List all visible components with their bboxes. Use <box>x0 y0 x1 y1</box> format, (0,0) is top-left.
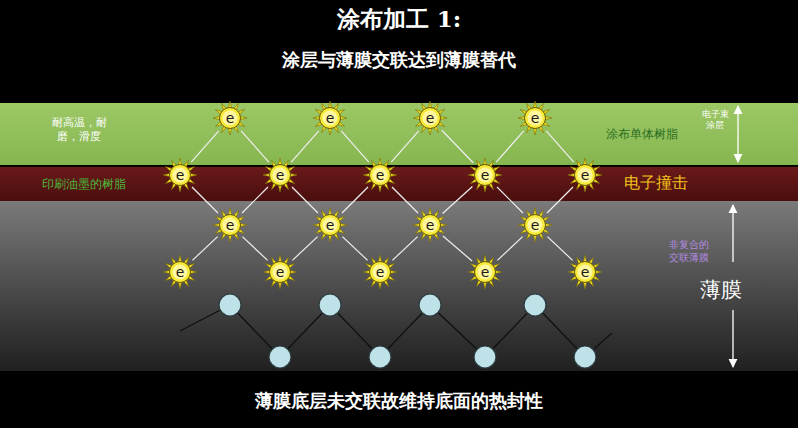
band-label: 薄膜 <box>700 277 742 303</box>
electron-symbol: e <box>517 207 553 243</box>
electron-node: e <box>162 254 198 290</box>
film-thickness-arrow <box>732 205 733 262</box>
bond-line <box>291 131 319 162</box>
page-title-wrap: 涂布加工 1: <box>0 4 798 35</box>
electron-symbol: e <box>567 254 603 290</box>
bond-line <box>242 237 267 261</box>
band-label: 电子撞击 <box>624 173 688 193</box>
electron-symbol: e <box>412 207 448 243</box>
electron-symbol: e <box>412 100 448 136</box>
film-thickness-arrow <box>732 310 733 367</box>
band-label-wrap: 电子束涂层 <box>700 109 730 132</box>
electron-symbol: e <box>467 254 503 290</box>
electron-symbol: e <box>262 254 298 290</box>
band-label: 电子束涂层 <box>700 109 730 132</box>
electron-node: e <box>312 207 348 243</box>
electron-node: e <box>567 254 603 290</box>
bond-line <box>391 131 419 162</box>
electron-symbol: e <box>362 157 398 193</box>
electron-symbol: e <box>162 254 198 290</box>
bond-line <box>442 130 473 163</box>
electron-symbol: e <box>567 157 603 193</box>
electron-symbol: e <box>162 157 198 193</box>
bond-line <box>292 187 318 213</box>
bond-line <box>192 187 218 213</box>
subtitle-wrap: 涂层与薄膜交联达到薄膜替代 <box>0 48 798 72</box>
band-label-wrap: 耐高温，耐磨，滑度 <box>46 116 112 144</box>
band-label-wrap: 薄膜 <box>700 277 742 303</box>
band-label: 印刷油墨的树脂 <box>42 177 126 192</box>
electron-node: e <box>362 254 398 290</box>
electron-symbol: e <box>362 254 398 290</box>
bond-line <box>241 131 269 162</box>
electron-node: e <box>517 207 553 243</box>
bond-line <box>242 187 268 213</box>
electron-node: e <box>162 157 198 193</box>
film-molecules <box>219 294 596 368</box>
caption: 薄膜底层未交联故维持底面的热封性 <box>0 389 798 413</box>
bond-line <box>443 236 472 261</box>
band-label-wrap: 涂布单体树脂 <box>606 127 678 142</box>
electron-node: e <box>262 254 298 290</box>
bond-line <box>292 237 317 261</box>
band-label: 涂布单体树脂 <box>606 127 678 142</box>
polymer-chain <box>180 305 612 357</box>
band-label-wrap: 非复合的交联薄膜 <box>666 239 712 264</box>
bond-line <box>342 187 368 213</box>
film-band: 非复合的交联薄膜薄膜 <box>0 201 798 371</box>
electron-node: e <box>517 100 553 136</box>
bond-line <box>496 131 524 162</box>
band-label-wrap: 印刷油墨的树脂 <box>42 177 126 192</box>
bond-line <box>497 237 522 261</box>
bond-line <box>192 237 217 261</box>
caption-wrap: 薄膜底层未交联故维持底面的热封性 <box>0 389 798 413</box>
electron-symbol: e <box>262 157 298 193</box>
electron-node: e <box>312 100 348 136</box>
bond-line <box>443 186 473 213</box>
page-title: 涂布加工 1: <box>0 4 798 35</box>
bond-line <box>546 131 574 162</box>
bond-line <box>341 131 369 162</box>
ink-band: 印刷油墨的树脂 电子撞击 <box>0 167 798 201</box>
band-label: 耐高温，耐磨，滑度 <box>46 116 112 144</box>
bond-line <box>191 131 219 162</box>
electron-symbol: e <box>467 157 503 193</box>
subtitle: 涂层与薄膜交联达到薄膜替代 <box>0 48 798 72</box>
electron-node: e <box>467 254 503 290</box>
electron-node: e <box>212 207 248 243</box>
band-label-wrap: 电子撞击 <box>624 173 688 193</box>
coating-thickness-arrow <box>737 106 738 162</box>
electron-node: e <box>567 157 603 193</box>
electron-node: e <box>212 100 248 136</box>
electron-symbol: e <box>517 100 553 136</box>
electron-node: e <box>362 157 398 193</box>
coating-band: 耐高温，耐磨，滑度 涂布单体树脂 电子束涂层 <box>0 103 798 165</box>
electron-symbol: e <box>312 100 348 136</box>
electron-symbol: e <box>212 100 248 136</box>
band-label: 非复合的交联薄膜 <box>666 239 712 264</box>
bond-line <box>547 187 573 213</box>
bond-line <box>392 237 417 261</box>
bond-line <box>392 187 418 213</box>
electron-node: e <box>412 207 448 243</box>
bond-line <box>497 187 523 213</box>
electron-symbol: e <box>212 207 248 243</box>
electron-node: e <box>467 157 503 193</box>
bond-line <box>547 237 572 261</box>
electron-node: e <box>412 100 448 136</box>
bond-line <box>342 237 367 261</box>
electron-symbol: e <box>312 207 348 243</box>
electron-node: e <box>262 157 298 193</box>
